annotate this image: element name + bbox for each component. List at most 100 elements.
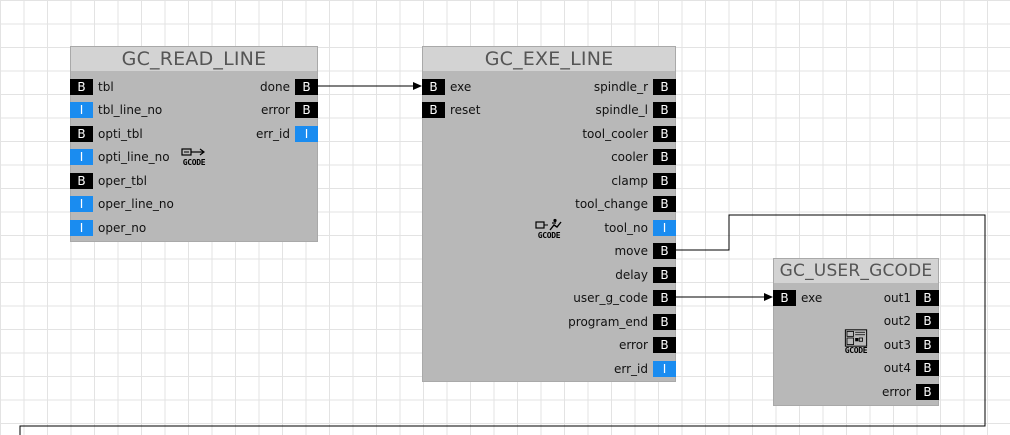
icon-caption: GCODE <box>182 158 206 167</box>
port-label: out3 <box>883 337 911 352</box>
bool-port-badge[interactable]: B <box>653 78 676 95</box>
port-label: reset <box>450 103 481 117</box>
port-label: tool_no <box>604 220 648 235</box>
bool-port-badge[interactable]: B <box>653 125 676 142</box>
port-label: user_g_code <box>573 291 648 305</box>
port-label: out2 <box>883 314 911 328</box>
gcode-exe-icon: GCODE <box>534 218 564 244</box>
bool-port-badge[interactable]: B <box>916 313 939 329</box>
port-label: tbl_line_no <box>98 103 163 117</box>
bool-port-badge[interactable]: B <box>653 149 676 165</box>
port-label: program_end <box>568 314 648 329</box>
port-label: delay <box>615 267 648 282</box>
output-port-err-id[interactable]: err_id I <box>614 360 676 377</box>
port-label: spindle_r <box>593 79 648 94</box>
block-title: GC_EXE_LINE <box>423 47 675 71</box>
output-port-spindle-l[interactable]: spindle_l B <box>596 102 676 119</box>
output-port-cooler[interactable]: cooler B <box>611 149 676 166</box>
output-port-tool-no[interactable]: tool_no I <box>604 219 676 236</box>
bool-port-badge[interactable]: B <box>70 78 93 95</box>
output-port-delay[interactable]: delay B <box>615 266 676 283</box>
int-port-badge[interactable]: I <box>70 102 93 118</box>
port-label: tool_change <box>575 197 648 211</box>
block-title: GC_USER_GCODE <box>774 259 938 283</box>
bool-port-badge[interactable]: B <box>916 289 939 306</box>
output-port-tool-change[interactable]: tool_change B <box>575 196 676 213</box>
bool-port-badge[interactable]: B <box>653 196 676 212</box>
port-label: err_id <box>256 126 290 141</box>
output-port-out2[interactable]: out2 B <box>884 313 939 330</box>
output-port-error[interactable]: error B <box>882 383 939 400</box>
output-port-done[interactable]: done B <box>260 78 318 95</box>
output-port-out3[interactable]: out3 B <box>884 336 939 353</box>
bool-port-badge[interactable]: B <box>653 172 676 189</box>
icon-caption: GCODE <box>844 346 868 355</box>
bool-port-badge[interactable]: B <box>70 125 93 142</box>
output-port-program-end[interactable]: program_end B <box>568 313 676 330</box>
port-label: cooler <box>611 150 648 164</box>
icon-caption: GCODE <box>537 231 561 240</box>
bool-port-badge[interactable]: B <box>422 102 445 118</box>
gcode-user-icon: GCODE <box>841 329 871 355</box>
output-port-clamp[interactable]: clamp B <box>611 172 676 189</box>
bool-port-badge[interactable]: B <box>773 289 796 306</box>
port-label: done <box>260 79 290 94</box>
bool-port-badge[interactable]: B <box>653 102 676 118</box>
output-port-err-id[interactable]: err_id I <box>256 125 318 142</box>
bool-port-badge[interactable]: B <box>916 336 939 353</box>
bool-port-badge[interactable]: B <box>916 383 939 400</box>
port-label: tbl <box>98 79 114 94</box>
bool-port-badge[interactable]: B <box>653 243 676 259</box>
bool-port-badge[interactable]: B <box>422 78 445 95</box>
int-port-badge[interactable]: I <box>70 196 93 212</box>
int-port-badge[interactable]: I <box>653 360 676 377</box>
gcode-read-icon: GCODE <box>179 147 209 173</box>
bool-port-badge[interactable]: B <box>653 290 676 306</box>
port-label: oper_no <box>98 220 147 235</box>
output-port-spindle-r[interactable]: spindle_r B <box>594 78 676 95</box>
bool-port-badge[interactable]: B <box>653 266 676 283</box>
port-label: oper_tbl <box>98 173 147 188</box>
int-port-badge[interactable]: I <box>653 219 676 236</box>
port-label: oper_line_no <box>98 197 174 211</box>
int-port-badge[interactable]: I <box>295 125 318 142</box>
port-label: err_id <box>614 361 648 376</box>
port-label: error <box>881 384 911 399</box>
port-label: opti_tbl <box>98 126 143 141</box>
int-port-badge[interactable]: I <box>70 149 93 165</box>
port-label: spindle_l <box>595 103 648 117</box>
port-label: exe <box>801 290 823 305</box>
int-port-badge[interactable]: I <box>70 219 93 236</box>
port-label: opti_line_no <box>98 150 170 164</box>
bool-port-badge[interactable]: B <box>653 313 676 330</box>
bool-port-badge[interactable]: B <box>70 172 93 189</box>
bool-port-badge[interactable]: B <box>916 360 939 376</box>
bool-port-badge[interactable]: B <box>295 78 318 95</box>
port-label: exe <box>450 79 472 94</box>
output-port-user-g-code[interactable]: user_g_code B <box>573 290 676 307</box>
output-port-out1[interactable]: out1 B <box>884 289 939 306</box>
bool-port-badge[interactable]: B <box>653 337 676 353</box>
port-label: clamp <box>611 173 648 188</box>
port-label: out1 <box>883 290 911 305</box>
bool-port-badge[interactable]: B <box>295 102 318 118</box>
